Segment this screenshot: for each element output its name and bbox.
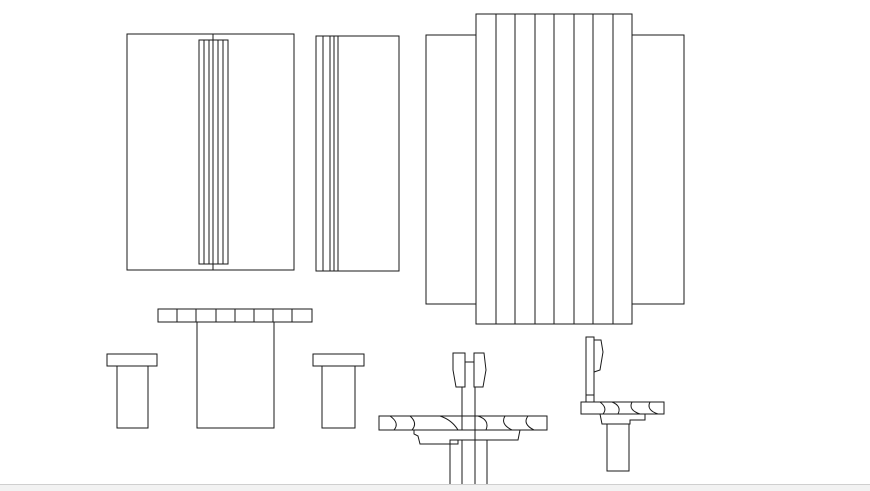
round-table-section bbox=[378, 352, 548, 489]
wardrobe-side-elevation bbox=[315, 35, 400, 272]
bed-plan-view bbox=[425, 13, 685, 325]
desk-with-stools-elevation bbox=[106, 308, 365, 429]
chair-side-section bbox=[580, 336, 665, 472]
wardrobe-front-elevation bbox=[126, 33, 295, 271]
bottom-scroll-strip bbox=[0, 484, 870, 491]
